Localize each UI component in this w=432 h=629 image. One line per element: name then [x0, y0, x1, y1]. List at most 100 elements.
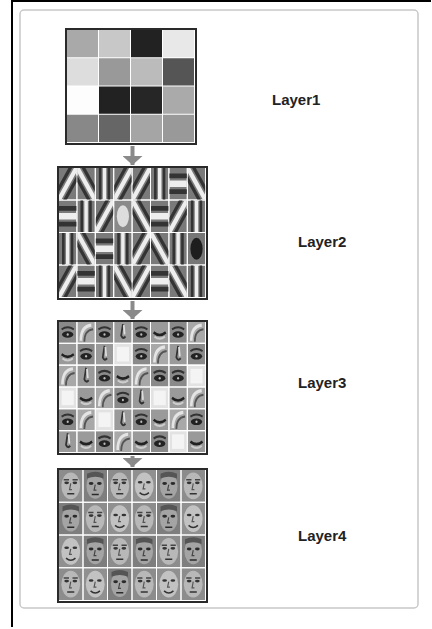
part-filter	[169, 409, 186, 430]
face-filter	[108, 536, 132, 568]
part-filter	[77, 431, 94, 452]
part-filter	[133, 366, 150, 387]
edge-filter	[96, 250, 113, 313]
part-filter	[96, 431, 113, 452]
part-filter	[77, 409, 94, 430]
part-filter	[169, 431, 186, 452]
layer-label: Layer1	[272, 91, 320, 109]
part-filter	[188, 431, 205, 452]
part-filter	[151, 388, 168, 409]
part-filter	[96, 322, 113, 343]
part-filter	[151, 409, 168, 430]
part-filter	[77, 388, 94, 409]
face-filter	[182, 536, 206, 568]
part-filter	[114, 344, 131, 365]
panel-ground	[57, 468, 208, 603]
flow-arrow	[131, 146, 135, 165]
part-filter	[133, 388, 150, 409]
part-filter	[151, 322, 168, 343]
part-filter	[96, 409, 113, 430]
part-filter	[188, 344, 205, 365]
feature-panel: Layer4	[57, 468, 208, 603]
part-filter	[133, 322, 150, 343]
part-filter	[59, 431, 76, 452]
part-filter	[133, 409, 150, 430]
pixel-cell	[163, 30, 194, 57]
pixel-cell	[163, 58, 194, 85]
part-filter	[77, 344, 94, 365]
pixel-cell	[99, 58, 130, 85]
part-filter	[151, 366, 168, 387]
part-filter	[133, 431, 150, 452]
face-filter	[84, 536, 108, 568]
feature-panel: Layer2	[57, 166, 208, 300]
layer1-pixels	[65, 28, 197, 145]
pixel-cell	[99, 87, 130, 114]
face-filter	[133, 536, 157, 568]
edge-filter	[188, 233, 205, 265]
part-filter	[77, 322, 94, 343]
pixel-cell	[67, 58, 98, 85]
edge-filter	[114, 201, 131, 233]
part-filter	[96, 388, 113, 409]
layer3-parts	[57, 320, 208, 455]
pixel-cell	[131, 30, 162, 57]
pixel-cell	[131, 87, 162, 114]
layer-label: Layer2	[298, 233, 346, 251]
outer-frame	[12, 1, 431, 627]
part-filter	[114, 409, 131, 430]
pixel-cell	[99, 115, 130, 142]
face-filter	[157, 470, 181, 502]
part-filter	[169, 388, 186, 409]
part-filter	[188, 366, 205, 387]
part-filter	[59, 322, 76, 343]
feature-panel: Layer3	[57, 320, 208, 455]
pixel-cell	[67, 30, 98, 57]
inner-frame	[20, 10, 418, 608]
flow-arrow	[131, 301, 135, 319]
face-filter	[59, 536, 83, 568]
layer-label: Layer3	[298, 374, 346, 392]
part-filter	[133, 344, 150, 365]
face-filter	[108, 503, 132, 535]
face-filter	[182, 568, 206, 600]
part-filter	[151, 344, 168, 365]
layer4-faces	[57, 468, 208, 603]
part-filter	[114, 366, 131, 387]
part-filter	[188, 322, 205, 343]
pixel-cell	[67, 115, 98, 142]
flow-arrow	[131, 456, 135, 467]
panel-ground	[57, 320, 208, 455]
layer2-edges	[50, 152, 212, 313]
part-filter	[114, 388, 131, 409]
part-filter	[169, 366, 186, 387]
layer-label: Layer4	[298, 527, 346, 545]
panel-ground	[65, 28, 197, 145]
part-filter	[151, 431, 168, 452]
feature-panel: Layer1	[65, 28, 197, 145]
pixel-cell	[131, 115, 162, 142]
part-filter	[59, 344, 76, 365]
part-filter	[59, 409, 76, 430]
part-filter	[96, 344, 113, 365]
face-filter	[59, 470, 83, 502]
face-filter	[157, 568, 181, 600]
face-filter	[182, 503, 206, 535]
part-filter	[77, 366, 94, 387]
part-filter	[59, 366, 76, 387]
pixel-cell	[163, 87, 194, 114]
face-filter	[182, 470, 206, 502]
part-filter	[59, 388, 76, 409]
part-filter	[188, 388, 205, 409]
face-filter	[108, 470, 132, 502]
face-filter	[157, 503, 181, 535]
pixel-cell	[131, 58, 162, 85]
edge-filter	[188, 250, 205, 313]
pixel-cell	[67, 87, 98, 114]
face-filter	[133, 470, 157, 502]
part-filter	[169, 344, 186, 365]
part-filter	[188, 409, 205, 430]
face-filter	[108, 568, 132, 600]
face-filter	[84, 503, 108, 535]
